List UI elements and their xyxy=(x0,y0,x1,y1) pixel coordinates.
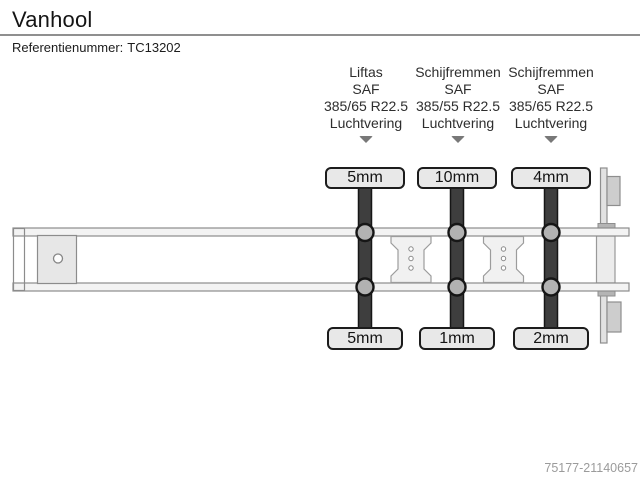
gusset-hole xyxy=(408,265,414,271)
chassis-rail-top xyxy=(12,227,630,237)
axle-3-specs: Schijfremmen SAF 385/65 R22.5 Luchtverin… xyxy=(486,64,616,143)
kingpin xyxy=(52,253,64,264)
axle-1-wear-bottom-badge: 5mm xyxy=(327,327,403,350)
listing-id: 75177-21140657 xyxy=(544,461,638,475)
down-arrow-icon xyxy=(544,136,558,143)
axle-3-wear-bottom-badge: 2mm xyxy=(513,327,589,350)
gusset-hole xyxy=(500,255,507,262)
axle-2-hub-bottom xyxy=(447,277,467,297)
reference-number: Referentienummer:TC13202 xyxy=(12,40,181,55)
axle-3-type: Schijfremmen xyxy=(508,64,594,80)
reference-label: Referentienummer: xyxy=(12,40,124,55)
page-title: Vanhool xyxy=(12,7,93,32)
axle-3-suspension: Luchtvering xyxy=(514,115,588,131)
axle-2-wear-top-badge: 10mm xyxy=(417,167,497,189)
down-arrow-icon xyxy=(451,136,465,143)
axle-1-hub-top xyxy=(355,222,375,243)
rear-hinge-bottom xyxy=(606,301,622,333)
axle-3-bar xyxy=(543,181,559,335)
axle-2-hub-top xyxy=(447,222,467,243)
rear-crossmember xyxy=(595,235,616,284)
axle-3-hub-bottom xyxy=(541,277,561,297)
rear-hinge-top xyxy=(606,175,621,207)
axle-2-type: Schijfremmen xyxy=(415,64,501,80)
gusset-hole xyxy=(500,265,507,271)
axle-3-hub-top xyxy=(541,222,561,243)
axle-2-wear-bottom-badge: 1mm xyxy=(419,327,495,350)
axle-1-hub-bottom xyxy=(355,277,375,297)
header-divider xyxy=(0,34,640,36)
axle-2-bar xyxy=(449,181,465,335)
axle-2-suspension: Luchtvering xyxy=(421,115,495,131)
axle-1-type: Liftas xyxy=(349,64,383,80)
chassis-rail-bottom xyxy=(12,282,630,292)
axle-3-tire-size: 385/65 R22.5 xyxy=(508,98,594,114)
gusset-hole xyxy=(500,246,507,252)
axle-1-brand: SAF xyxy=(352,81,380,97)
axle-2-brand: SAF xyxy=(444,81,472,97)
axle-1-specs: Liftas SAF 385/65 R22.5 Luchtvering xyxy=(301,64,431,143)
down-arrow-icon xyxy=(359,136,373,143)
axle-1-wear-top-badge: 5mm xyxy=(325,167,405,189)
rear-bracket-bottom xyxy=(597,290,616,297)
axle-2-specs: Schijfremmen SAF 385/55 R22.5 Luchtverin… xyxy=(393,64,523,143)
front-wall xyxy=(12,227,26,292)
gusset-hole xyxy=(408,246,414,252)
axle-1-tire-size: 385/65 R22.5 xyxy=(323,98,409,114)
gusset-hole xyxy=(408,255,414,262)
axle-3-wear-top-badge: 4mm xyxy=(511,167,591,189)
axle-2-tire-size: 385/55 R22.5 xyxy=(415,98,501,114)
axle-1-bar xyxy=(357,181,373,335)
reference-value: TC13202 xyxy=(127,40,181,55)
axle-3-brand: SAF xyxy=(537,81,565,97)
axle-1-suspension: Luchtvering xyxy=(329,115,403,131)
